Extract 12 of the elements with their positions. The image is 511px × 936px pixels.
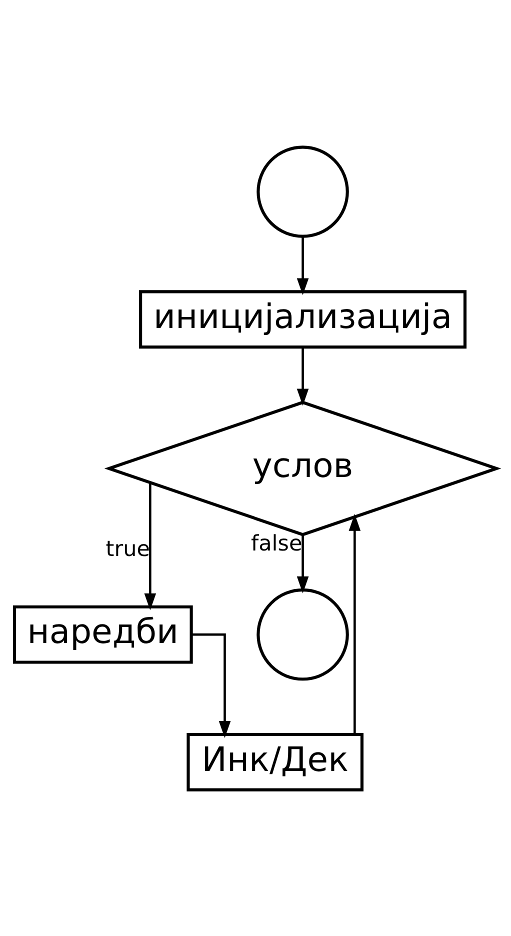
node-circle (256, 588, 349, 680)
arrow (296, 236, 309, 295)
arrow (348, 513, 361, 734)
arrow (296, 346, 309, 406)
edge-label: true (106, 536, 150, 562)
node-box: иницијализација (139, 290, 467, 348)
arrow (296, 534, 309, 593)
node-box: наредби (12, 604, 193, 664)
node-box: Инк/Дек (186, 732, 364, 791)
arrow (191, 632, 231, 738)
arrow (144, 482, 156, 610)
node-circle (256, 145, 349, 238)
